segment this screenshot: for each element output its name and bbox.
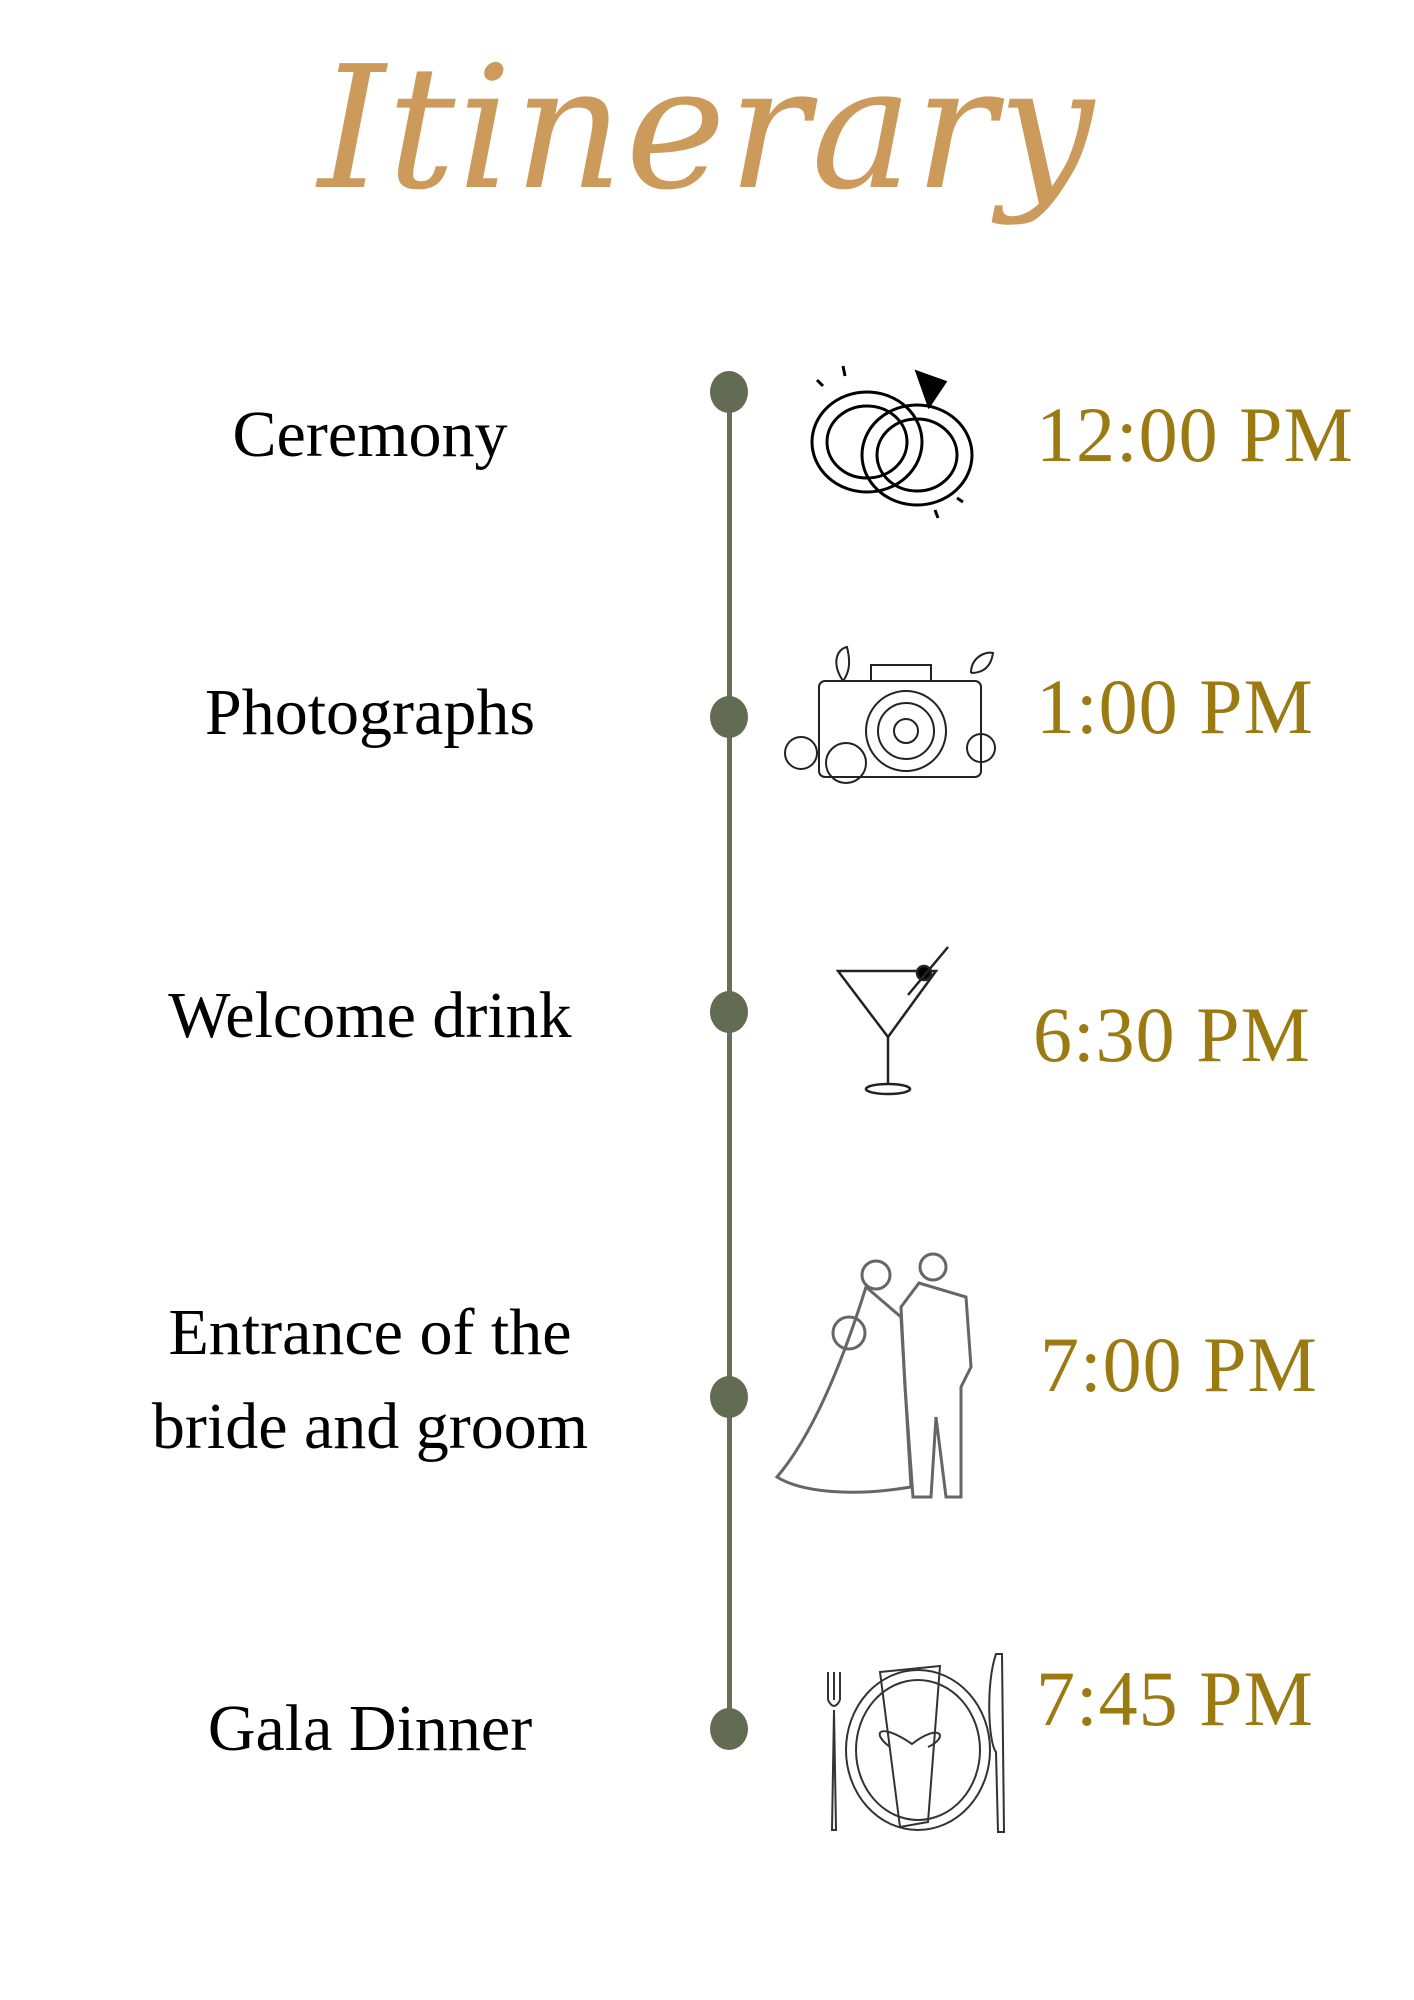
dinner-plate-icon	[820, 1652, 1016, 1834]
event-label-entrance: Entrance of the bride and groom	[90, 1286, 650, 1474]
timeline-dot	[710, 1708, 748, 1750]
timeline-dot	[710, 696, 748, 738]
event-time: 7:45 PM	[1036, 1655, 1314, 1742]
timeline-dot	[710, 371, 748, 413]
event-time: 7:00 PM	[1040, 1321, 1318, 1408]
event-label-gala-dinner: Gala Dinner	[207, 1692, 533, 1765]
event-time: 12:00 PM	[1036, 391, 1354, 478]
event-label-line: Entrance of the	[168, 1296, 572, 1369]
bride-groom-icon	[771, 1247, 993, 1511]
event-time: 6:30 PM	[1033, 991, 1311, 1078]
wedding-rings-icon	[805, 360, 977, 520]
timeline-dot	[710, 1376, 748, 1418]
event-label-photographs: Photographs	[205, 676, 535, 749]
timeline-dot	[710, 991, 748, 1033]
event-time: 1:00 PM	[1036, 663, 1314, 750]
timeline-line	[727, 392, 732, 1729]
page-title: Itinerary	[318, 30, 1096, 228]
martini-icon	[836, 945, 952, 1100]
event-label-line: bride and groom	[151, 1390, 589, 1463]
camera-icon	[771, 643, 1011, 795]
event-label-ceremony: Ceremony	[232, 398, 508, 471]
event-label-welcome-drink: Welcome drink	[168, 979, 572, 1052]
